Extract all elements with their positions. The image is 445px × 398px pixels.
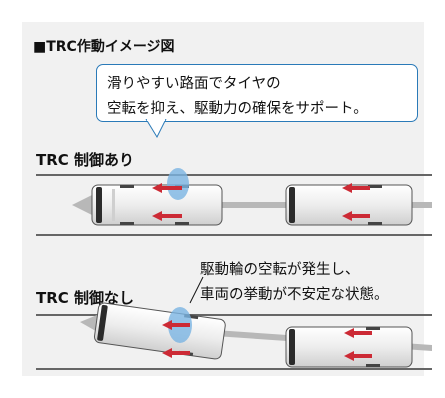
callout-line-1: 滑りやすい路面でタイヤの [107,76,281,92]
force-arrows-rear-top [152,183,182,221]
vehicle-rear-top [91,184,223,226]
callout-leader [189,276,204,304]
force-arrows-front-bottom [344,328,372,361]
vehicle-rear-bottom [93,302,226,360]
callout-box [96,64,418,122]
slip-marker-top [167,168,189,200]
callout-line-2: 空転を抑え、駆動力の確保をサポート。 [107,101,368,117]
note-line-1: 駆動輪の空転が発生し、 [200,262,360,278]
vehicle-front-bottom [285,326,413,368]
callout-tail [145,119,167,139]
note-line-2: 車両の挙動が不安定な状態。 [200,287,389,303]
motion-arrow-top [72,194,432,216]
force-arrows-rear-bottom [162,320,190,358]
figure-title: ■TRC作動イメージ図 [33,39,175,55]
label-trc-on: TRC 制御あり [36,151,135,169]
label-trc-off: TRC 制御なし [36,289,135,307]
force-arrows-front-top [342,183,370,221]
